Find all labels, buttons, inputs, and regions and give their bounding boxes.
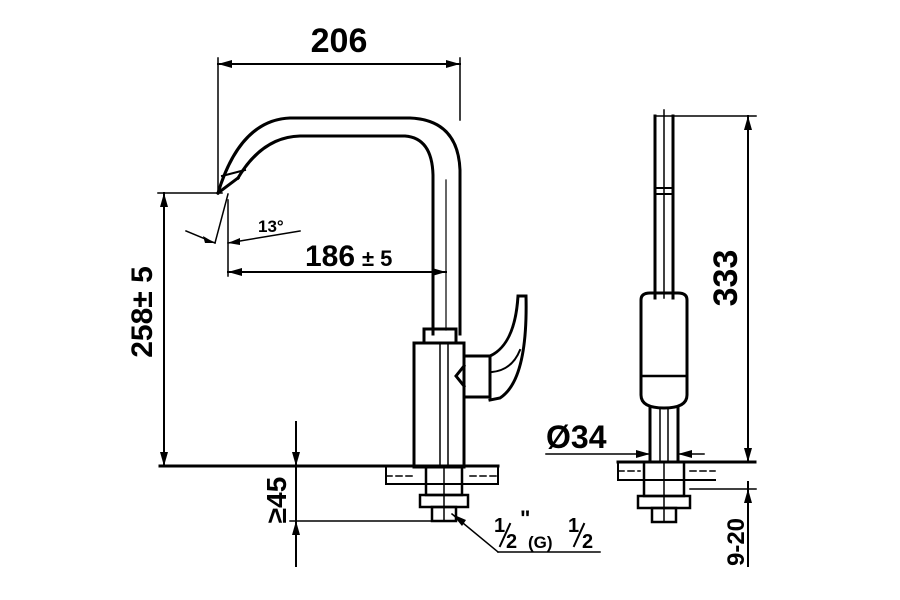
thread-quote-mark: " bbox=[520, 506, 530, 531]
label-258: 258± 5 bbox=[126, 266, 159, 358]
label-diameter-34: Ø34 bbox=[546, 419, 607, 455]
thread-size-right-num: 1 bbox=[568, 515, 579, 537]
side-body bbox=[639, 291, 689, 464]
dimension-9-20: 9-20 bbox=[689, 481, 757, 567]
dimension-206: 206 bbox=[217, 22, 461, 191]
side-shank bbox=[636, 460, 692, 524]
front-view: 206 13° 186 ± 5 258± 5 bbox=[126, 22, 601, 567]
label-186-tolerance: ± 5 bbox=[362, 246, 392, 271]
thread-callout: 1 2 " (G) 1 2 bbox=[450, 506, 601, 554]
dimension-258: 258± 5 bbox=[126, 192, 223, 467]
label-9-20: 9-20 bbox=[723, 518, 750, 566]
dimension-45: ≥45 bbox=[261, 421, 433, 567]
thread-size-left-den: 2 bbox=[506, 531, 517, 553]
thread-size-left-num: 1 bbox=[494, 515, 505, 537]
side-spout bbox=[653, 109, 675, 300]
side-view: 333 Ø34 9-20 bbox=[545, 109, 757, 567]
dimension-angle: 13° bbox=[185, 193, 301, 245]
label-186: 186 bbox=[305, 240, 355, 273]
label-13-deg: 13° bbox=[258, 217, 284, 236]
deck-surface bbox=[158, 464, 500, 485]
thread-standard: (G) bbox=[528, 533, 553, 552]
label-45: ≥45 bbox=[261, 477, 292, 524]
dimension-186: 186 ± 5 bbox=[227, 199, 447, 277]
label-333: 333 bbox=[707, 250, 745, 307]
dimension-333: 333 bbox=[655, 115, 757, 463]
dimension-diameter: Ø34 bbox=[545, 419, 705, 458]
faucet-body bbox=[412, 327, 466, 469]
side-deck-surface bbox=[616, 460, 757, 481]
thread-size-right-den: 2 bbox=[582, 531, 593, 553]
spout bbox=[215, 116, 462, 336]
lever-handle bbox=[454, 294, 528, 402]
mounting-shank bbox=[418, 465, 470, 523]
label-206: 206 bbox=[311, 22, 368, 60]
